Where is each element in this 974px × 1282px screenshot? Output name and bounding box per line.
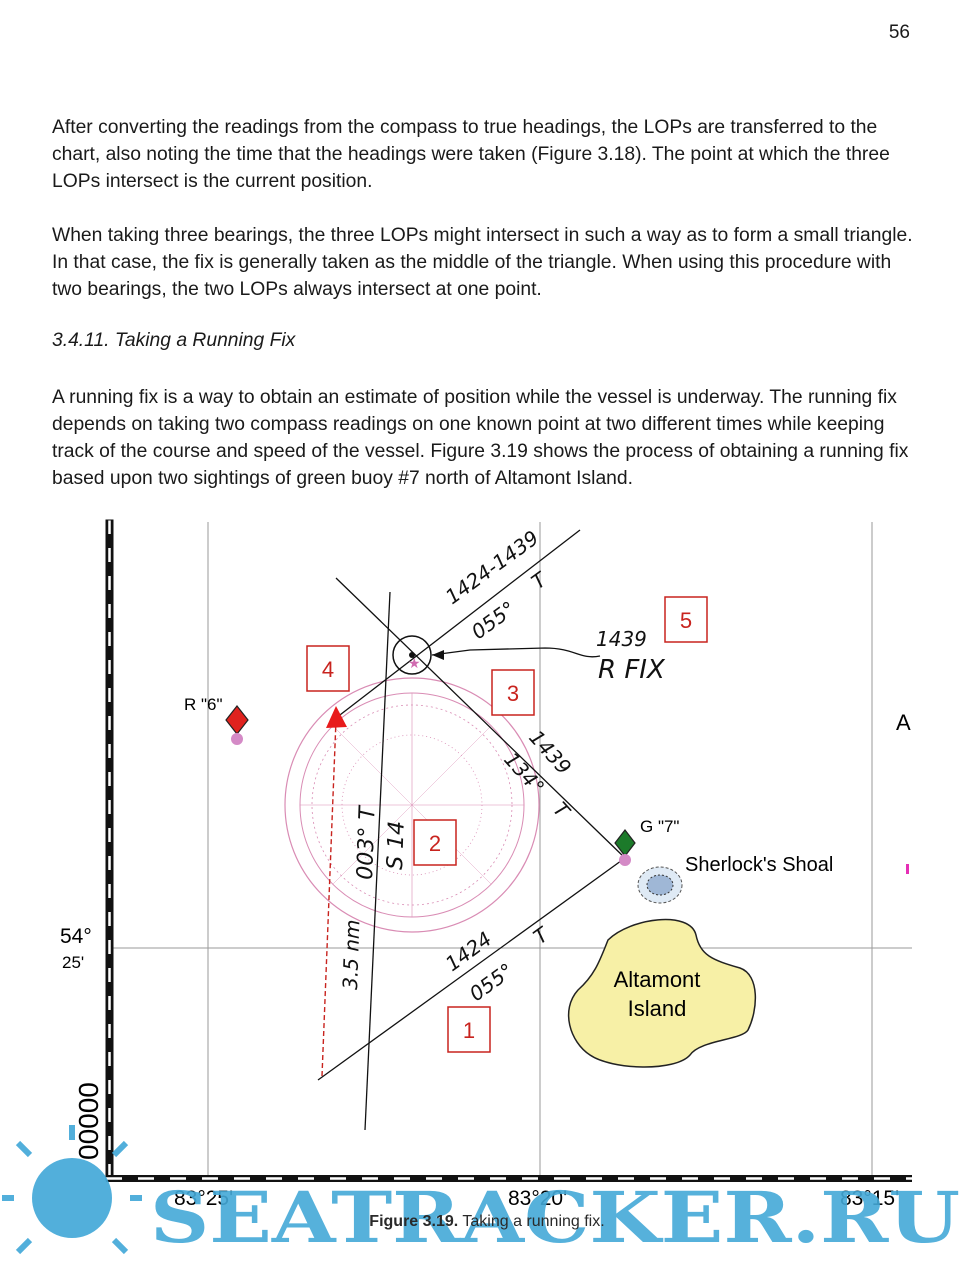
watermark-sun-icon <box>2 1125 142 1255</box>
shoal-icon <box>637 866 683 904</box>
lop1-time: 1424 <box>441 927 496 976</box>
lon-left-label: 83°25' <box>174 1187 233 1210</box>
course-track <box>321 719 337 1077</box>
fix-pointer-arrow <box>431 647 601 658</box>
compass-rose <box>284 677 540 933</box>
chart-grid <box>110 522 912 1175</box>
red-buoy-label: R "6" <box>184 695 223 714</box>
section-heading: 3.4.11. Taking a Running Fix <box>52 330 296 351</box>
paragraph-running-fix: A running fix is a way to obtain an esti… <box>52 387 909 489</box>
box-2: 2 <box>429 831 441 856</box>
box-5: 5 <box>680 608 692 633</box>
lop2-bearing: 055° <box>467 596 520 644</box>
lat-minute-label: 25' <box>62 953 84 972</box>
island-label-line2: Island <box>628 996 687 1021</box>
edge-letter: A <box>896 710 911 735</box>
left-scale-bar <box>105 519 114 1181</box>
paragraph-three-bearings: When taking three bearings, the three LO… <box>52 225 913 300</box>
shoal-label: Sherlock's Shoal <box>685 854 833 876</box>
lon-right-label: 83°15' <box>840 1187 899 1210</box>
distance-label: 3.5 nm <box>338 919 364 990</box>
box-4: 4 <box>322 657 334 682</box>
caption-text: Taking a running fix. <box>458 1213 605 1230</box>
box-3: 3 <box>507 681 519 706</box>
lat-degree-label: 54° <box>60 925 92 948</box>
box-1: 1 <box>463 1018 475 1043</box>
lop3-unit: T <box>548 797 575 823</box>
lop-lines <box>317 529 626 1131</box>
running-fix-chart: 54° 25' 00000 83°25' 83°20' 83°15' ★ R "… <box>2 519 960 1259</box>
green-buoy-icon <box>614 829 636 866</box>
lop2-time: 1424-1439 <box>441 526 543 609</box>
island-label-line1: Altamont <box>614 967 701 992</box>
fix-star-icon: ★ <box>408 655 421 671</box>
page-number: 56 <box>888 22 910 43</box>
bottom-scale-bar <box>106 1175 912 1182</box>
dr-triangle <box>326 706 347 728</box>
island-shape <box>567 918 757 1068</box>
watermark-text: SEATRACKER.RU <box>150 1176 960 1259</box>
lop1-bearing: 055° <box>465 958 518 1006</box>
figure-caption: Figure 3.19. Taking a running fix. <box>0 1213 974 1231</box>
fix-label: R FIX <box>598 655 666 685</box>
lon-mid-label: 83°20' <box>508 1187 567 1210</box>
green-buoy-label: G "7" <box>640 817 679 836</box>
caption-label: Figure 3.19. <box>369 1213 459 1230</box>
fix-circle <box>392 635 432 675</box>
speed-label: S 14 <box>383 820 410 870</box>
left-digits: 00000 <box>73 1082 104 1160</box>
fix-time-label: 1439 <box>596 627 647 651</box>
paragraph-lop-transfer: After converting the readings from the c… <box>52 117 890 192</box>
course-label: 003° T <box>353 804 381 880</box>
red-buoy-icon <box>225 705 249 745</box>
